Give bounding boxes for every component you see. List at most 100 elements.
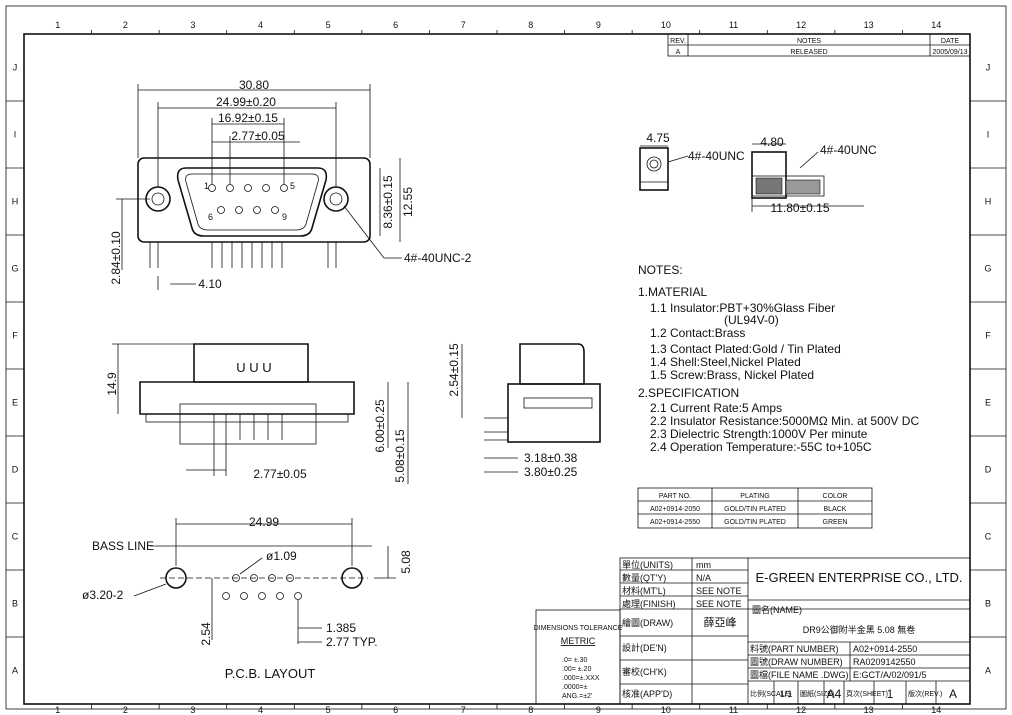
table-cell: GOLD/TIN PLATED <box>724 506 786 513</box>
row-marker: H <box>985 197 992 207</box>
company-name: E-GREEN ENTERPRISE CO., LTD. <box>755 570 962 585</box>
notes-value: RELEASED <box>790 49 827 56</box>
drawing-frame <box>23 33 971 705</box>
dim-pcb-1-09: ø1.09 <box>266 549 297 563</box>
row-marker: E <box>985 398 991 408</box>
tolerance-line-4: ANG.=±2' <box>562 693 592 700</box>
column-marker: 11 <box>729 20 738 30</box>
standoff <box>751 151 787 199</box>
pin-label-6: 6 <box>208 212 213 222</box>
row-marker: D <box>985 465 992 475</box>
approve-label: 核准(APP'D) <box>622 688 672 699</box>
finish-value: SEE NOTE <box>696 599 742 609</box>
finish-label: 處理(FINISH) <box>622 598 676 609</box>
qty-value: N/A <box>696 573 711 583</box>
notes-title: NOTES: <box>638 263 683 277</box>
callout-unc-a: 4#-40UNC <box>688 149 745 163</box>
units-value: mm <box>696 560 711 570</box>
rev-value: A <box>676 49 681 56</box>
column-marker: 8 <box>528 20 533 30</box>
column-marker: 13 <box>864 705 874 715</box>
bottom-legs <box>213 414 283 440</box>
row-marker: I <box>14 130 17 140</box>
part-value: A02+0914-2550 <box>853 644 917 654</box>
column-marker: 9 <box>596 705 601 715</box>
file-label: 圖檔(FILE NAME .DWG) <box>750 669 849 680</box>
notes-block: NOTES: 1.MATERIAL 1.1 Insulator:PBT+30%G… <box>638 263 919 454</box>
sheet-border <box>5 5 1007 710</box>
date-header: DATE <box>941 38 959 45</box>
column-marker: 12 <box>796 705 806 715</box>
note-line-7: 2.SPECIFICATION <box>638 386 739 400</box>
side-body <box>507 383 601 443</box>
label-uuu: U U U <box>236 360 271 375</box>
column-marker: 1 <box>55 20 60 30</box>
side-view: 2.54±0.15 3.18±0.38 3.80±0.25 <box>447 343 601 479</box>
row-marker: H <box>12 197 19 207</box>
dim-pcb-3-20: ø3.20-2 <box>82 588 124 602</box>
row-marker: C <box>985 532 992 542</box>
pt-header-0: PART NO. <box>659 493 691 500</box>
column-marker: 4 <box>258 20 263 30</box>
note-line-0: 1.MATERIAL <box>638 285 707 299</box>
column-marker: 8 <box>528 705 533 715</box>
callout-unc-b: 4#-40UNC <box>820 143 877 157</box>
dim-pcb-5-08: 5.08 <box>399 550 413 574</box>
table-cell: A02+0914-2550 <box>650 519 700 526</box>
pt-header-2: COLOR <box>823 493 848 500</box>
pcb-layout-title: P.C.B. LAYOUT <box>225 666 316 681</box>
column-marker: 6 <box>393 20 398 30</box>
rev-block-value: A <box>949 687 957 701</box>
note-line-10: 2.3 Dielectric Strength:1000V Per minute <box>650 427 868 441</box>
screw-detail: 4.75 4#-40UNC 4.80 4#-40UNC 11.80±0.15 <box>639 131 877 215</box>
sheet-value: 1 <box>887 687 894 701</box>
row-marker: J <box>986 63 991 73</box>
dim-6-00: 6.00±0.25 <box>373 399 387 453</box>
scale-value: 1/1 <box>780 689 793 699</box>
drawno-label: 圖號(DRAW NUMBER) <box>750 656 843 667</box>
row-marker: I <box>987 130 990 140</box>
rev-label: 版次(REV.) <box>908 689 942 698</box>
column-marker: 12 <box>796 20 806 30</box>
tolerance-line-2: .000=±.XXX <box>562 675 600 682</box>
parts-table: PART NO. PLATING COLOR A02+0914-2050 GOL… <box>637 487 873 529</box>
callout-unc-2: 4#-40UNC-2 <box>404 251 472 265</box>
tolerance-line-1: .00= ±.20 <box>562 666 591 673</box>
name-label: 圖名(NAME) <box>752 604 802 615</box>
dim-2-77: 2.77±0.05 <box>231 129 285 143</box>
scale-label: 比例(SCALE) <box>750 689 792 698</box>
qty-label: 數量(QT'Y) <box>622 572 666 583</box>
column-marker: 14 <box>931 20 941 30</box>
sheet-label: 頁次(SHEET) <box>846 689 888 698</box>
hex-nut <box>639 147 669 191</box>
dim-pcb-1-385: 1.385 <box>326 621 356 635</box>
row-marker: B <box>985 599 991 609</box>
bottom-view: U U U 14.9 6.00±0.25 5.08±0.15 2.77±0.05 <box>105 343 409 484</box>
revision-block: REV. NOTES DATE A RELEASED 2005/09/13 <box>667 33 971 57</box>
dim-4-10: 4.10 <box>198 277 222 291</box>
pin-label-5: 5 <box>290 181 295 191</box>
dim-11-80: 11.80±0.15 <box>770 201 829 215</box>
row-marker: J <box>13 63 18 73</box>
draw-label: 繪圖(DRAW) <box>622 617 673 628</box>
note-line-4: 1.3 Contact Plated:Gold / Tin Plated <box>650 342 841 356</box>
dim-12-55: 12.55 <box>401 187 415 217</box>
notes-header: NOTES <box>797 38 821 45</box>
side-shell <box>519 343 585 385</box>
note-line-6: 1.5 Screw:Brass, Nickel Plated <box>650 368 814 382</box>
draw-value: 薛亞峰 <box>704 616 737 629</box>
dim-30-80: 30.80 <box>239 78 269 92</box>
dim-2-54: 2.54±0.15 <box>447 343 461 397</box>
body-flange <box>139 381 355 415</box>
dim-8-36: 8.36±0.15 <box>381 175 395 229</box>
dim-pcb-24-99: 24.99 <box>249 515 279 529</box>
column-marker: 7 <box>461 705 466 715</box>
date-value: 2005/09/13 <box>932 49 967 56</box>
column-marker: 3 <box>190 20 195 30</box>
tolerance-title: DIMENSIONS TOLERANCE <box>534 625 623 632</box>
